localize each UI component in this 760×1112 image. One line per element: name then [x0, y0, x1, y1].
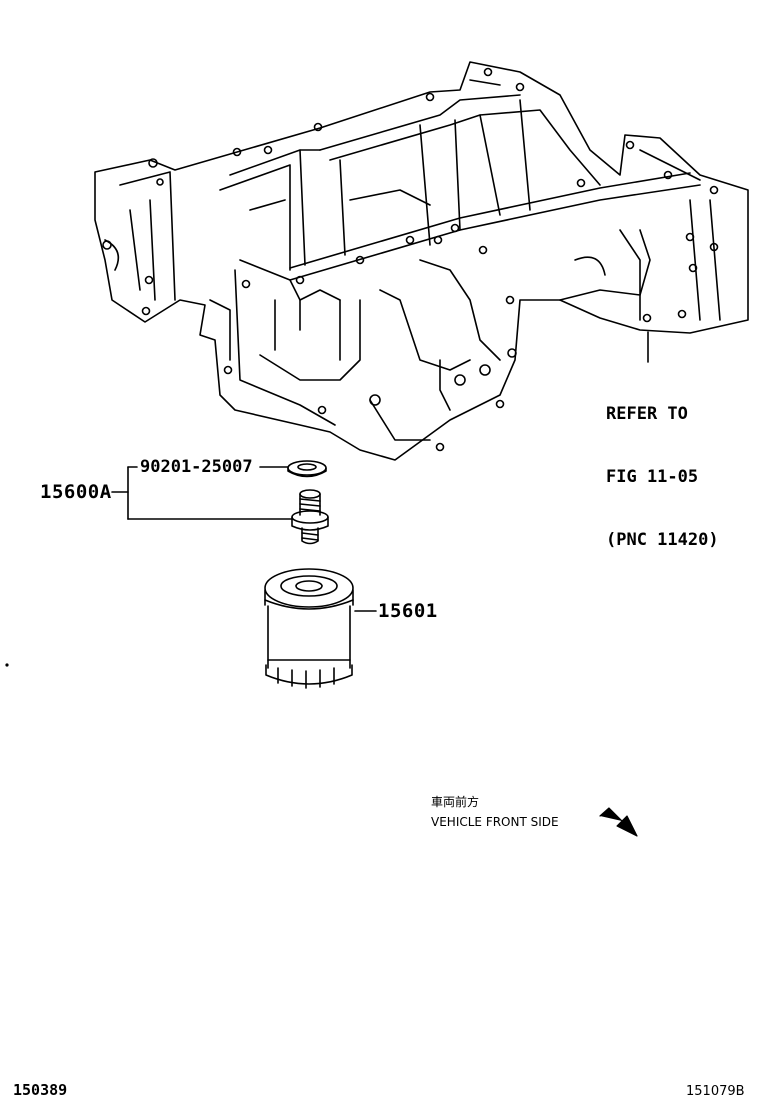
assembly-bracket [111, 466, 293, 520]
assembly-part-number[interactable]: 15600A [40, 481, 112, 503]
vehicle-front-japanese: 車両前方 [431, 795, 480, 809]
union-bolt-drawing [291, 489, 329, 545]
vehicle-front-english: VEHICLE FRONT SIDE [431, 815, 559, 829]
gasket-washer-drawing [287, 460, 327, 478]
gasket-part-number[interactable]: 90201-25007 [140, 457, 253, 477]
reference-line-3: (PNC 11420) [606, 530, 719, 550]
oil-pan-drawing [94, 61, 749, 461]
front-direction-arrow-icon [599, 807, 638, 837]
filter-part-number[interactable]: 15601 [378, 600, 438, 622]
oil-filter-drawing [264, 568, 354, 689]
footer-left-code: 150389 [13, 1081, 68, 1099]
footer-right-code: 151079B [686, 1084, 745, 1099]
reference-line-2: FIG 11-05 [606, 467, 699, 487]
reference-line-1: REFER TO [606, 404, 688, 424]
reference-note[interactable]: REFER TO FIG 11-05 (PNC 11420) [606, 362, 719, 572]
